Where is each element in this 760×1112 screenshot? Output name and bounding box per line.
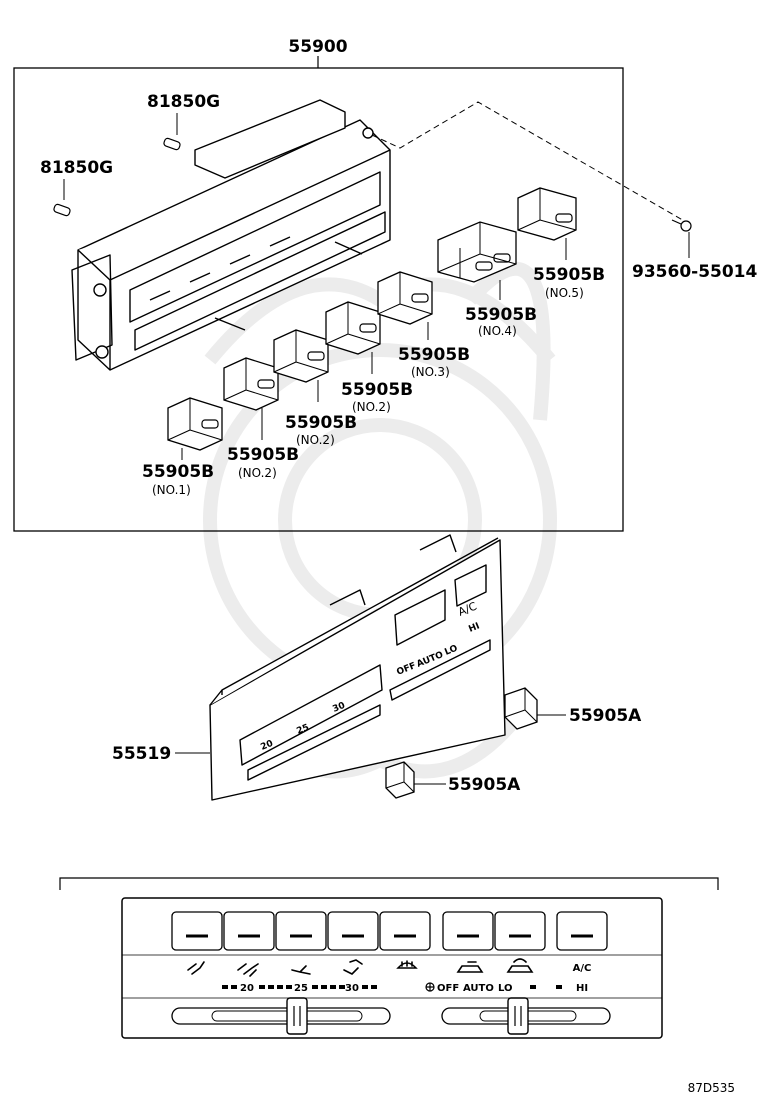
temp-label-30: 30 bbox=[345, 983, 359, 994]
knob-b-no4-note: (NO.4) bbox=[478, 324, 517, 338]
bulb-left-part-number: 81850G bbox=[40, 158, 113, 178]
knob-b-no3: 55905B (NO.3) bbox=[377, 271, 470, 379]
knob-b-no2-a-note: (NO.2) bbox=[238, 466, 277, 480]
ac-label: A/C bbox=[573, 963, 592, 974]
knob-b-no5: 55905B (NO.5) bbox=[517, 187, 605, 300]
panel-mark-lo: LO bbox=[443, 643, 459, 657]
knob-a-upper: 55905A bbox=[504, 687, 642, 730]
knob-b-no2-c-part-number: 55905B bbox=[341, 380, 413, 400]
assembly-part-number: 55900 bbox=[288, 37, 347, 57]
knob-b-no2-a-part-number: 55905B bbox=[227, 445, 299, 465]
fan-slider[interactable] bbox=[441, 997, 611, 1035]
knob-b-no2-c-note: (NO.2) bbox=[352, 400, 391, 414]
screw-part-number: 93560-55014 bbox=[632, 262, 758, 282]
fan-label-hi: HI bbox=[576, 983, 588, 994]
vent-foot-icon bbox=[291, 965, 311, 975]
vent-bilevel-icon bbox=[237, 963, 259, 977]
knob-b-no4: 55905B (NO.4) bbox=[437, 221, 537, 338]
knob-b-no2-a: 55905B (NO.2) bbox=[223, 357, 299, 480]
knob-a-lower-part-number: 55905A bbox=[448, 775, 521, 795]
defrost-icon bbox=[396, 960, 418, 969]
faceplate-button-4[interactable] bbox=[327, 911, 379, 951]
faceplate-icons bbox=[187, 958, 534, 977]
control-unit-housing bbox=[71, 99, 391, 371]
faceplate-buttons bbox=[171, 911, 608, 951]
control-panel bbox=[209, 534, 506, 801]
knob-a-lower: 55905A bbox=[385, 761, 521, 799]
temperature-scale: 20 25 30 bbox=[222, 983, 377, 994]
vent-foot-defrost-icon bbox=[343, 959, 363, 975]
knob-a-upper-part-number: 55905A bbox=[569, 706, 642, 726]
temperature-slider-knob[interactable] bbox=[286, 997, 308, 1035]
fresh-air-icon bbox=[456, 961, 484, 973]
fan-slider-knob[interactable] bbox=[507, 997, 529, 1035]
faceplate-button-2[interactable] bbox=[223, 911, 275, 951]
bulb-upper-part-number: 81850G bbox=[147, 92, 220, 112]
knob-b-no4-part-number: 55905B bbox=[465, 305, 537, 325]
faceplate-button-6[interactable] bbox=[442, 911, 494, 951]
panel-mark-20: 20 bbox=[259, 739, 274, 753]
temp-label-25: 25 bbox=[294, 983, 308, 994]
temp-label-20: 20 bbox=[240, 983, 254, 994]
knob-b-no1: 55905B (NO.1) bbox=[142, 397, 223, 497]
knob-b-no2-c: 55905B (NO.2) bbox=[325, 301, 413, 414]
panel-mark-25: 25 bbox=[295, 723, 310, 737]
faceplate-button-1[interactable] bbox=[171, 911, 223, 951]
fan-scale: OFF AUTO LO HI bbox=[425, 982, 588, 994]
bulb-left: 81850G bbox=[40, 158, 113, 217]
screw: 93560-55014 bbox=[371, 101, 758, 282]
vent-face-icon bbox=[187, 961, 205, 975]
knob-b-no2-b-note: (NO.2) bbox=[296, 433, 335, 447]
knob-b-no2-b-part-number: 55905B bbox=[285, 413, 357, 433]
knob-b-no2-b: 55905B (NO.2) bbox=[273, 329, 357, 447]
panel-part-number: 55519 bbox=[112, 744, 171, 764]
fan-label-lo: LO bbox=[498, 983, 513, 994]
bulb-upper: 81850G bbox=[147, 92, 220, 151]
recirculate-icon bbox=[506, 958, 534, 973]
reference-code: 87D535 bbox=[688, 1081, 735, 1095]
faceplate-button-3[interactable] bbox=[275, 911, 327, 951]
faceplate-button-5[interactable] bbox=[379, 911, 431, 951]
knob-b-no1-part-number: 55905B bbox=[142, 462, 214, 482]
fan-label-auto: AUTO bbox=[463, 983, 494, 994]
knob-b-no3-note: (NO.3) bbox=[411, 365, 450, 379]
fan-label-off: OFF bbox=[437, 983, 459, 994]
fan-icon bbox=[425, 982, 435, 992]
knob-b-no5-note: (NO.5) bbox=[545, 286, 584, 300]
panel-mark-30: 30 bbox=[331, 701, 346, 715]
faceplate-button-8[interactable] bbox=[556, 911, 608, 951]
knob-b-no1-note: (NO.1) bbox=[152, 483, 191, 497]
knob-b-no5-part-number: 55905B bbox=[533, 265, 605, 285]
faceplate-view-bracket bbox=[59, 877, 719, 890]
faceplate-button-7[interactable] bbox=[494, 911, 546, 951]
panel-mark-hi: HI bbox=[467, 621, 481, 634]
knob-b-no3-part-number: 55905B bbox=[398, 345, 470, 365]
temperature-slider[interactable] bbox=[171, 997, 391, 1035]
